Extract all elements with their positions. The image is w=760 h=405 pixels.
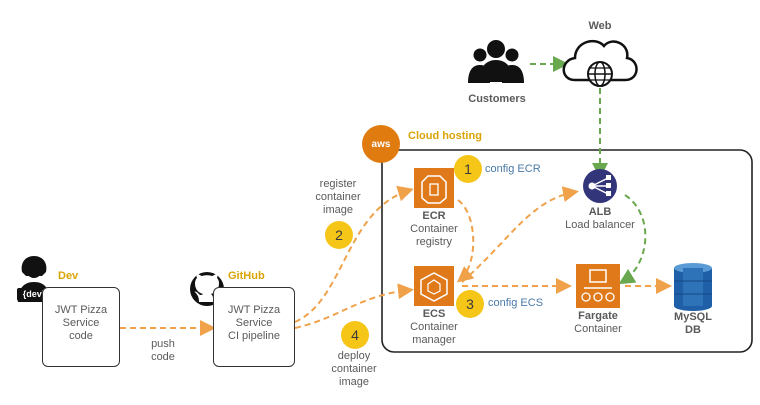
ecr-line1: Container [410, 223, 458, 235]
step-2-badge: 2 [325, 221, 353, 249]
aws-logo: aws [371, 139, 391, 150]
alb-to-fargate-arrow [618, 194, 647, 285]
ecr-label: ECR Container registry [399, 210, 469, 249]
register-line3: image [323, 204, 353, 216]
register-image-label: register container image [306, 178, 370, 217]
alb-line1: Load balancer [565, 219, 635, 231]
ecs-service-icon [414, 266, 454, 306]
customers-label: Customers [468, 93, 526, 105]
ecr-line2: registry [415, 236, 453, 248]
ecs-line2: manager [412, 334, 456, 346]
ecs-to-alb-arrow [461, 186, 579, 283]
web-cloud-icon [562, 39, 638, 87]
step-3-badge: 3 [456, 290, 484, 318]
ecr-to-ecs-arrow [456, 199, 475, 283]
deploy-line1: deploy [337, 350, 371, 362]
register-line1: register [319, 178, 357, 190]
dev-box-line1: JWT Pizza [54, 304, 108, 316]
config-ecr-label: config ECR [485, 163, 541, 175]
ecs-title: ECS [422, 308, 446, 320]
push-code-line1: push [151, 338, 175, 350]
github-box-line2: Service [235, 317, 273, 329]
aws-logo-circle [362, 125, 400, 163]
config-ecs-label: config ECS [488, 297, 544, 309]
dev-label: Dev [58, 270, 79, 282]
mysql-db-icon [674, 263, 712, 311]
mysql-line1: MySQL [674, 311, 712, 323]
mysql-label: MySQL DB [665, 311, 721, 337]
mysql-line2: DB [685, 324, 701, 336]
alb-service-icon [583, 169, 617, 203]
ecs-label: ECS Container manager [399, 308, 469, 347]
deploy-line3: image [339, 376, 369, 388]
customers-icon [468, 40, 524, 83]
cloud-hosting-label: Cloud hosting [408, 130, 482, 142]
fargate-line1: Container [574, 323, 622, 335]
github-label: GitHub [228, 270, 265, 282]
github-ci-box: JWT Pizza Service CI pipeline [213, 287, 295, 367]
fargate-label: Fargate Container [563, 310, 633, 336]
step-1-badge: 1 [454, 155, 482, 183]
cloud-hosting-frame [381, 149, 753, 353]
step-4-badge: 4 [341, 321, 369, 349]
dev-box-line3: code [69, 330, 93, 342]
ecr-title: ECR [422, 210, 446, 222]
web-label: Web [588, 20, 612, 32]
fargate-title: Fargate [578, 310, 618, 322]
alb-title: ALB [588, 206, 612, 218]
dev-code-box: JWT Pizza Service code [42, 287, 120, 367]
push-code-label: push code [140, 338, 186, 364]
deploy-image-arrow [294, 283, 414, 329]
fargate-service-icon [576, 264, 620, 308]
github-box-line3: CI pipeline [228, 330, 280, 342]
push-code-line2: code [151, 351, 175, 363]
dev-box-line2: Service [62, 317, 100, 329]
deploy-image-label: deploy container image [322, 350, 386, 389]
github-box-line1: JWT Pizza [227, 304, 281, 316]
deploy-line2: container [331, 363, 377, 375]
alb-label: ALB Load balancer [560, 206, 640, 232]
register-line2: container [315, 191, 361, 203]
ecs-line1: Container [410, 321, 458, 333]
ecr-service-icon [414, 168, 454, 208]
